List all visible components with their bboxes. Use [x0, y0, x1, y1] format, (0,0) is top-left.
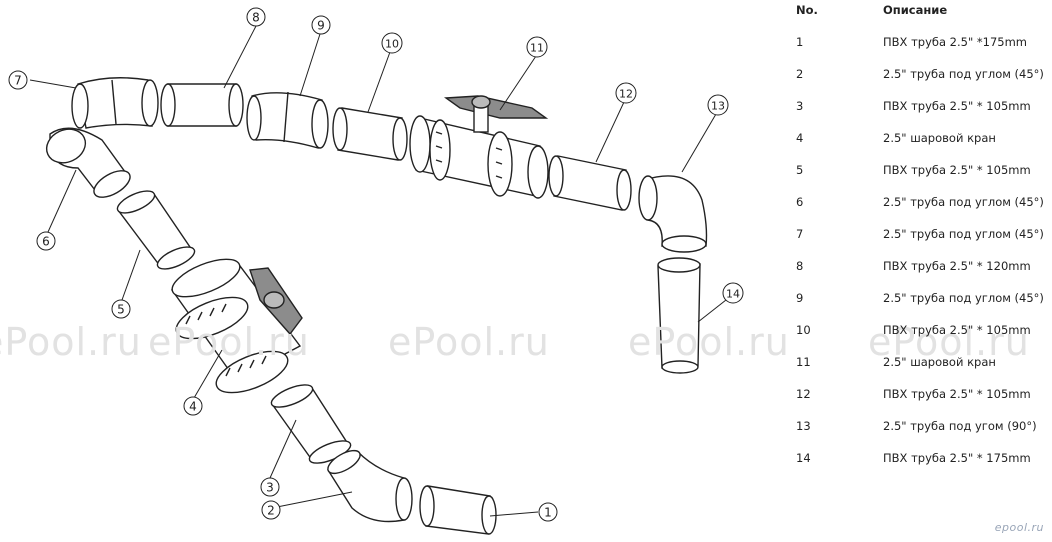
svg-text:6: 6 [42, 235, 50, 249]
table-row: 10 ПВХ труба 2.5" * 105mm [784, 323, 1052, 343]
svg-text:8: 8 [252, 11, 260, 25]
table-row: 11 2.5" шаровой кран [784, 355, 1052, 375]
callout-1: 1 [538, 502, 558, 522]
row-no: 10 [796, 323, 811, 337]
table-row: 7 2.5" труба под углом (45°) [784, 227, 1052, 247]
row-description: ПВХ труба 2.5" *175mm [883, 35, 1028, 49]
row-no: 12 [796, 387, 811, 401]
row-description: ПВХ труба 2.5" * 105mm [883, 99, 1031, 113]
row-no: 3 [796, 99, 804, 113]
svg-text:2: 2 [267, 504, 275, 518]
row-description: 2.5" шаровой кран [883, 355, 996, 369]
part-10-pipe [332, 107, 408, 161]
part-12-pipe [548, 155, 632, 211]
row-no: 9 [796, 291, 804, 305]
svg-text:10: 10 [385, 38, 399, 51]
svg-text:14: 14 [726, 288, 740, 301]
leader-lines [29, 25, 727, 517]
callout-11: 11 [526, 36, 548, 58]
row-description: ПВХ труба 2.5" * 105mm [883, 387, 1031, 401]
table-row: 8 ПВХ труба 2.5" * 120mm [784, 259, 1052, 279]
svg-text:1: 1 [544, 506, 552, 520]
row-description: 2.5" труба под угом (90°) [883, 419, 1037, 433]
header-description: Описание [883, 3, 948, 17]
callout-7: 7 [8, 70, 28, 90]
table-row: 14 ПВХ труба 2.5" * 175mm [784, 451, 1052, 471]
row-description: 2.5" труба под углом (45°) [883, 67, 1044, 81]
callout-2: 2 [261, 500, 281, 520]
table-row: 3 ПВХ труба 2.5" * 105mm [784, 99, 1052, 119]
callout-14: 14 [722, 282, 744, 304]
table-row: 1 ПВХ труба 2.5" *175mm [784, 35, 1052, 55]
row-no: 13 [796, 419, 811, 433]
svg-text:7: 7 [14, 74, 22, 88]
callout-12: 12 [615, 82, 637, 104]
part-2-elbow [327, 449, 413, 523]
table-row: 9 2.5" труба под углом (45°) [784, 291, 1052, 311]
callout-6: 6 [36, 231, 56, 251]
part-8-pipe [160, 83, 244, 127]
svg-text:3: 3 [266, 481, 274, 495]
svg-text:13: 13 [711, 100, 725, 113]
callout-8: 8 [246, 7, 266, 27]
part-11-ball-valve [409, 95, 549, 199]
table-row: 2 2.5" труба под углом (45°) [784, 67, 1052, 87]
part-5-pipe [116, 190, 196, 270]
row-no: 8 [796, 259, 804, 273]
part-6-elbow [45, 127, 131, 198]
row-description: ПВХ труба 2.5" * 120mm [883, 259, 1031, 273]
row-no: 14 [796, 451, 811, 465]
part-7-elbow [71, 77, 159, 129]
row-no: 11 [796, 355, 811, 369]
callouts: 1 2 3 4 5 6 7 8 9 10 11 12 13 14 [8, 7, 744, 522]
part-13-elbow [638, 175, 708, 253]
svg-text:11: 11 [530, 42, 544, 55]
row-no: 5 [796, 163, 804, 177]
row-no: 6 [796, 195, 804, 209]
part-14-pipe [657, 257, 701, 374]
pipe-assembly-diagram: 1 2 3 4 5 6 7 8 9 10 11 12 13 14 [8, 7, 744, 535]
brand-logo: epool.ru [994, 521, 1044, 534]
table-header: No. Описание [784, 3, 1052, 23]
row-description: ПВХ труба 2.5" * 175mm [883, 451, 1031, 465]
callout-4: 4 [183, 396, 203, 416]
callout-3: 3 [260, 477, 280, 497]
table-row: 13 2.5" труба под угом (90°) [784, 419, 1052, 439]
part-1-pipe [419, 485, 497, 535]
callout-13: 13 [707, 94, 729, 116]
row-no: 2 [796, 67, 804, 81]
row-no: 4 [796, 131, 804, 145]
callout-5: 5 [111, 299, 131, 319]
svg-text:4: 4 [189, 400, 197, 414]
part-9-elbow [246, 91, 329, 149]
part-4-ball-valve [170, 258, 303, 394]
callout-10: 10 [381, 32, 403, 54]
row-description: ПВХ труба 2.5" * 105mm [883, 163, 1031, 177]
table-row: 4 2.5" шаровой кран [784, 131, 1052, 151]
row-description: 2.5" труба под углом (45°) [883, 227, 1044, 241]
row-no: 7 [796, 227, 804, 241]
row-description: 2.5" шаровой кран [883, 131, 996, 145]
row-description: 2.5" труба под углом (45°) [883, 195, 1044, 209]
part-3-pipe [270, 384, 352, 464]
table-row: 6 2.5" труба под углом (45°) [784, 195, 1052, 215]
row-no: 1 [796, 35, 804, 49]
svg-text:5: 5 [117, 303, 125, 317]
svg-text:12: 12 [619, 88, 633, 101]
table-row: 12 ПВХ труба 2.5" * 105mm [784, 387, 1052, 407]
row-description: ПВХ труба 2.5" * 105mm [883, 323, 1031, 337]
svg-text:9: 9 [317, 19, 325, 33]
callout-9: 9 [311, 15, 331, 35]
row-description: 2.5" труба под углом (45°) [883, 291, 1044, 305]
header-no: No. [796, 3, 818, 17]
table-row: 5 ПВХ труба 2.5" * 105mm [784, 163, 1052, 183]
